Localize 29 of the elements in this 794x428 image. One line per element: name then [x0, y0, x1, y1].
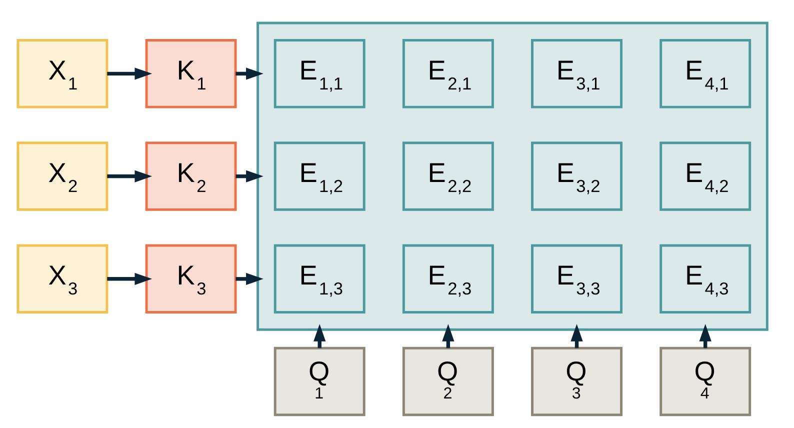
- arrow: [235, 272, 263, 285]
- cluster: [256, 22, 768, 331]
- arrow: [106, 68, 152, 80]
- node-box: E$_{3,1}$: [530, 39, 622, 108]
- node-box: Q 4: [659, 346, 751, 416]
- node-box: E$_{1,3}$: [273, 244, 365, 314]
- node-box: K$_{3}$: [144, 244, 236, 314]
- node-box: Q 1: [273, 346, 365, 416]
- node-box: E$_{4,2}$: [659, 142, 751, 211]
- node-box: E$_{2,3}$: [402, 244, 494, 314]
- node-box: E$_{2,1}$: [402, 39, 494, 108]
- node-box: E$_{2,2}$: [402, 142, 494, 211]
- node-box: X$_{3}$: [16, 244, 108, 314]
- arrow: [235, 68, 263, 80]
- node-box: X$_{2}$: [16, 142, 108, 211]
- node-box: E$_{3,2}$: [530, 142, 622, 211]
- node-box: X$_{1}$: [16, 39, 108, 108]
- node-box: E$_{1,2}$: [273, 142, 365, 211]
- arrow: [106, 272, 152, 285]
- node-box: Q 3: [530, 346, 622, 416]
- node-box: E$_{1,1}$: [273, 39, 365, 108]
- arrow: [235, 170, 263, 182]
- node-box: K$_{2}$: [144, 142, 236, 211]
- node-box: E$_{4,3}$: [659, 244, 751, 314]
- node-box: Q 2: [402, 346, 494, 416]
- node-box: K$_{1}$: [144, 39, 236, 108]
- node-box: E$_{4,1}$: [659, 39, 751, 108]
- arrow: [106, 170, 152, 182]
- node-box: E$_{3,3}$: [530, 244, 622, 314]
